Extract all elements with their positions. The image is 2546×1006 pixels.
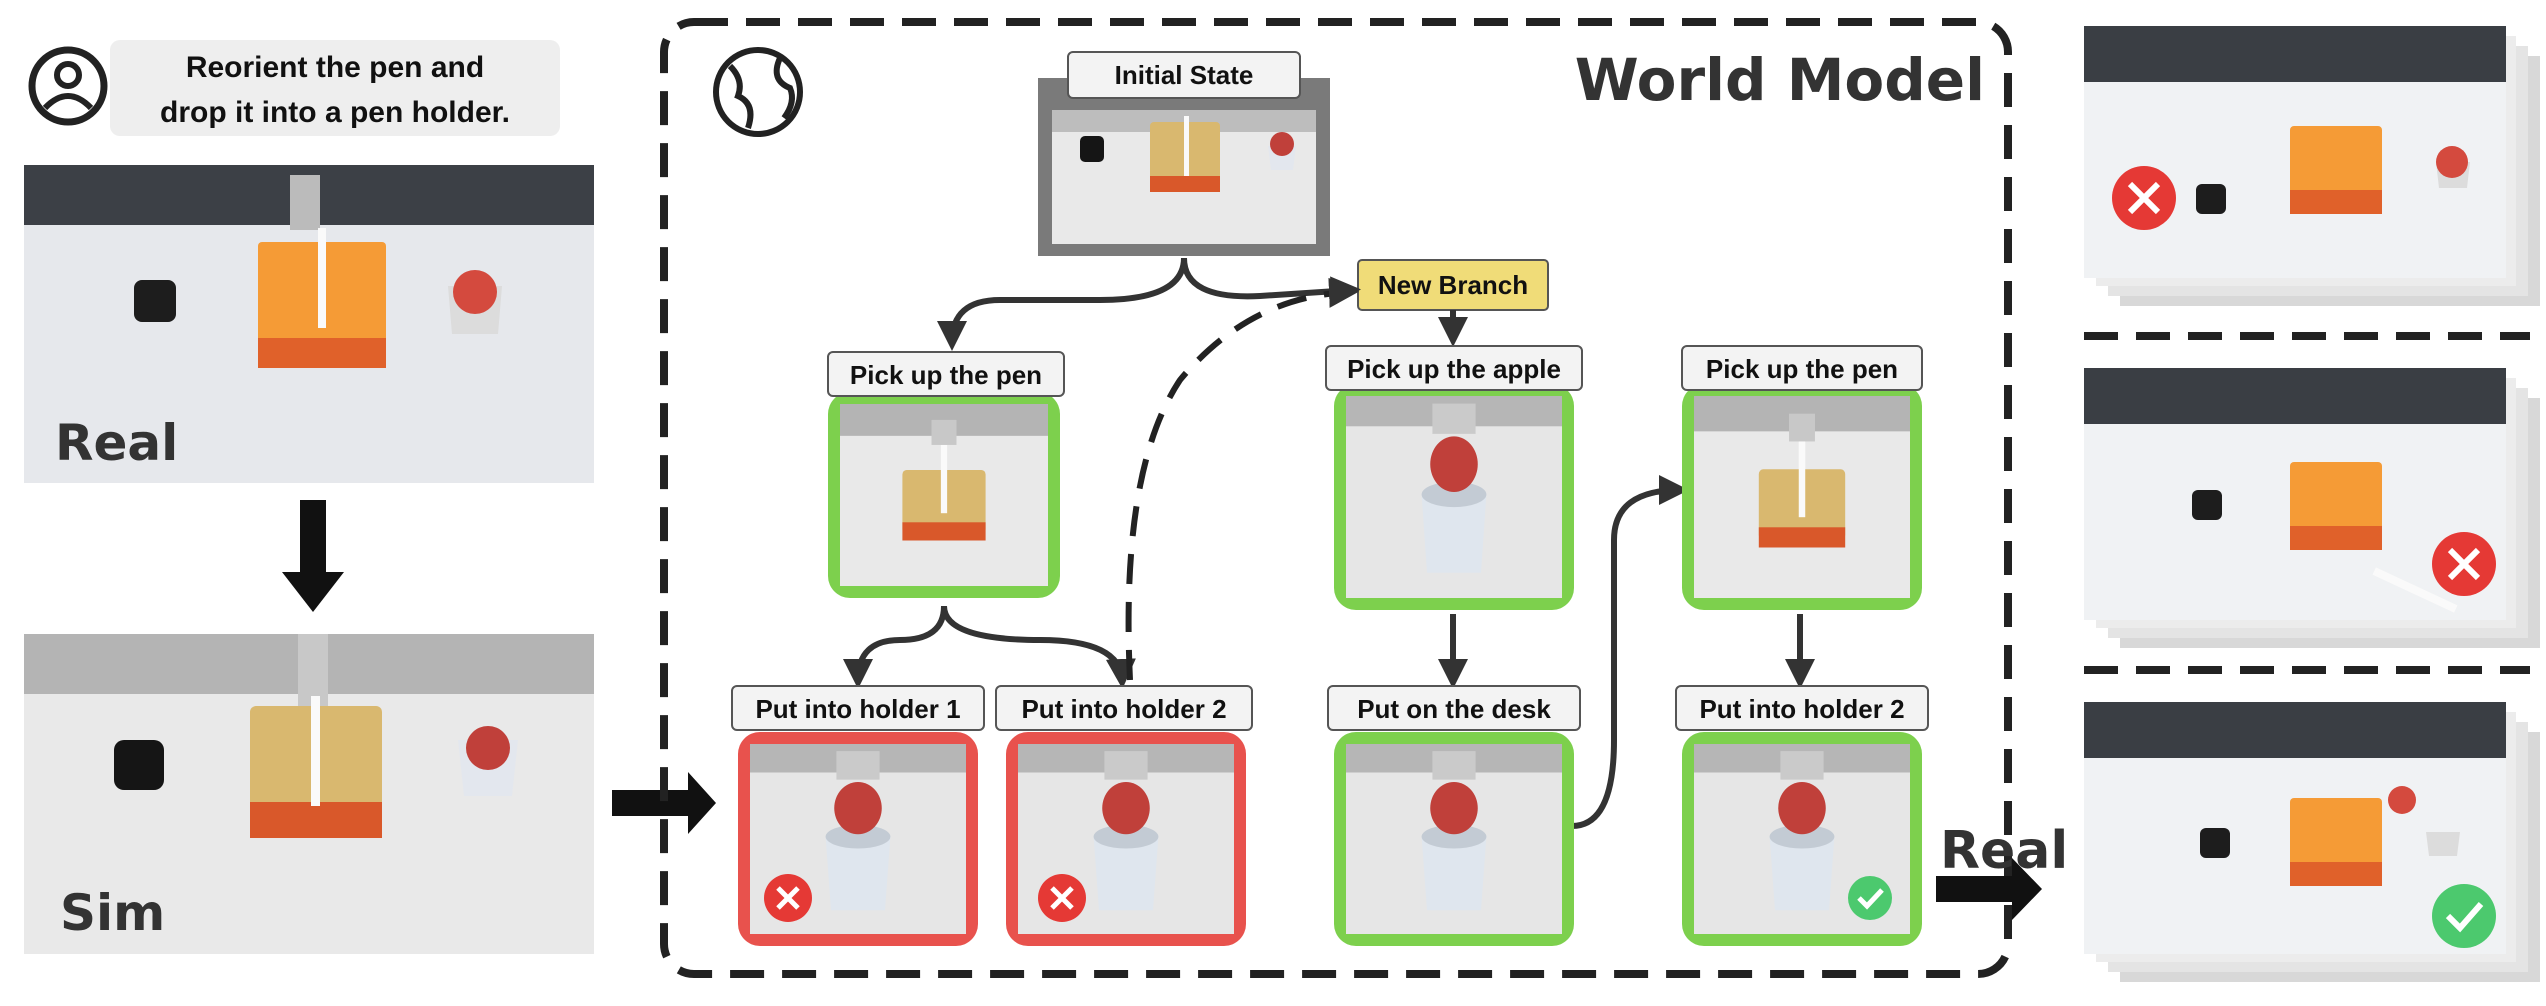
globe-icon: [713, 47, 803, 137]
initial-state-image: [1052, 110, 1316, 244]
rollout-2-fail-x-mark: [2447, 547, 2481, 581]
node-pick-pen-2-label-box: [1681, 345, 1923, 391]
rollout-3-success-check-icon: [2432, 884, 2496, 948]
to-real-arrow: [1936, 858, 2042, 920]
initial-state-label: Initial State: [1115, 60, 1254, 90]
fail-x-mark: [1050, 886, 1074, 910]
node-pick-pen-1-label-box: [827, 351, 1065, 397]
real-label: Real: [55, 414, 178, 472]
right-real-label: Real: [1940, 821, 2068, 881]
node-holder2-fail-label-box: [995, 685, 1253, 731]
node-pick-pen-1-label: Pick up the pen: [850, 360, 1042, 390]
sim-label: Sim: [60, 884, 165, 942]
world-model-frame: [660, 18, 2012, 978]
fail-x-mark: [776, 886, 800, 910]
new-branch-dashed-arrow: [1125, 277, 1359, 681]
sim-down-arrow: [282, 500, 344, 612]
connectors: [843, 257, 1815, 829]
success-check-mark: [1857, 888, 1884, 910]
node-pick-pen-1-image: [840, 404, 1048, 586]
rollout-3-success-check-mark: [2445, 902, 2484, 933]
node-pick-apple-image: [1346, 396, 1562, 598]
success-check-icon: [1848, 876, 1892, 920]
new-branch-label: New Branch: [1378, 270, 1528, 300]
initial-state-label-box: [1067, 51, 1301, 99]
world-model-title: World Model: [1575, 46, 1985, 114]
node-pick-pen-2-image: [1694, 396, 1910, 598]
node-holder1-label-box: [731, 685, 985, 731]
node-pick-pen-2-label: Pick up the pen: [1706, 354, 1898, 384]
node-holder2-fail-label: Put into holder 2: [1021, 694, 1226, 724]
node-put-desk-image: [1346, 744, 1562, 934]
sim-scene-image: [24, 634, 594, 954]
node-pick-apple-label: Pick up the apple: [1347, 354, 1561, 384]
node-pick-apple-label-box: [1325, 345, 1583, 391]
node-holder2-success-label-box: [1675, 685, 1929, 731]
node-holder1-label: Put into holder 1: [755, 694, 960, 724]
instruction-line1: Reorient the pen and: [186, 51, 484, 84]
node-put-desk-label-box: [1327, 685, 1581, 731]
node-put-desk-label: Put on the desk: [1357, 694, 1551, 724]
real-rollout-1: [2084, 26, 2540, 306]
real-rollout-2: [2084, 368, 2540, 648]
node-holder2-success-label: Put into holder 2: [1699, 694, 1904, 724]
instruction-bubble: [110, 40, 560, 136]
rollout-1-fail-x-mark: [2127, 181, 2161, 215]
user-avatar-icon: [28, 46, 108, 126]
real-scene-image: [24, 165, 594, 483]
to-world-model-arrow: [612, 772, 716, 834]
instruction-line2: drop it into a pen holder.: [160, 96, 510, 129]
